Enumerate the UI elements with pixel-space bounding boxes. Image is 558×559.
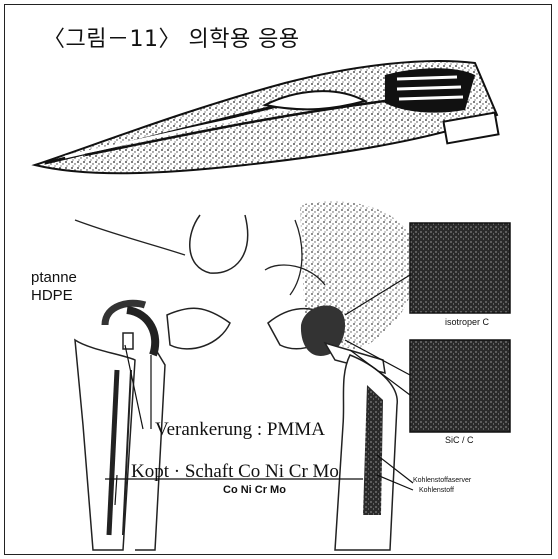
pelvis-drawing <box>75 201 417 350</box>
bone-section-drawing <box>35 61 499 173</box>
micrograph-sic-c <box>410 340 510 432</box>
caption-micrograph-top: isotroper C <box>445 317 489 327</box>
label-cup-material: ptanne <box>31 269 77 286</box>
label-cup-material-2: HDPE <box>31 287 73 304</box>
label-anchoring: Verankerung : PMMA <box>155 419 325 441</box>
figure-frame: 〈그림－11〉 의학용 응용 <box>4 4 552 555</box>
label-carbon-fiber-2: Kohlenstoff <box>419 487 454 494</box>
label-stem-alloy: Kopt · Schaft Co Ni Cr Mo <box>131 461 339 483</box>
label-stem-alloy-sub: Co Ni Cr Mo <box>223 484 286 496</box>
caption-micrograph-bottom: SiC / C <box>445 435 474 445</box>
micrograph-isotropic-carbon <box>410 223 510 313</box>
label-carbon-fiber: Kohlenstoffaserver <box>413 477 471 484</box>
